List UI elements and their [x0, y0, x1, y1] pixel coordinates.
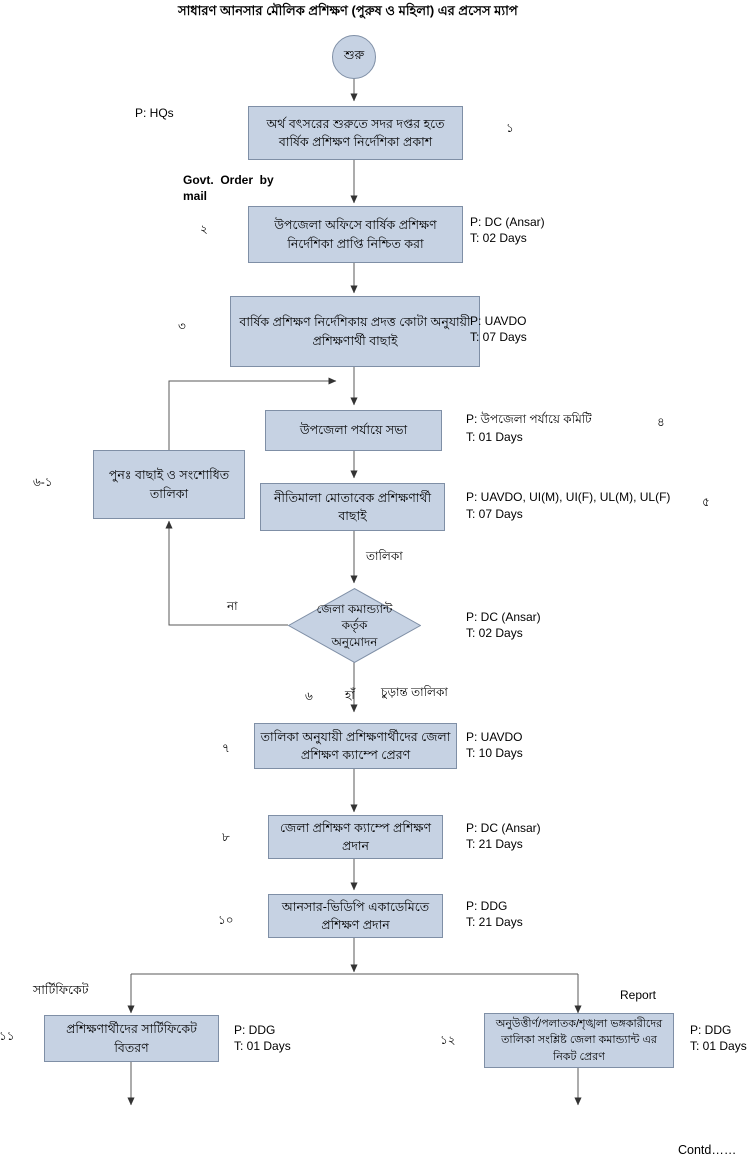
node-decision: জেলা কমান্ড্যান্ট কর্তৃক অনুমোদন [288, 588, 421, 663]
node-step7: তালিকা অনুযায়ী প্রশিক্ষণার্থীদের জেলা প… [254, 723, 457, 769]
step6-1-number: ৬-১ [33, 475, 53, 489]
step2-time: T: 02 Days [470, 231, 527, 245]
edge-label-talika: তালিকা [366, 549, 403, 563]
step7-number: ৭ [222, 741, 230, 755]
node-step4: উপজেলা পর্যায়ে সভা [265, 410, 442, 451]
step5-role: P: UAVDO, UI(M), UI(F), UL(M), UL(F) [466, 490, 671, 504]
step3-role: P: UAVDO [470, 314, 527, 328]
step4-number: ৪ [657, 415, 665, 429]
node-step12-label: অনুউত্তীর্ণ/পলাতক/শৃঙ্খলা ভঙ্গকারীদের তা… [495, 1017, 663, 1063]
node-start-label: শুরু [343, 48, 365, 62]
node-step6-1-label: পুনঃ বাছাই ও সংশোধিত তালিকা [108, 468, 230, 501]
step7-time: T: 10 Days [466, 746, 523, 760]
node-step4-label: উপজেলা পর্যায়ে সভা [299, 423, 408, 438]
decision-time: T: 02 Days [466, 626, 523, 640]
node-step10-label: আনসার-ভিডিপি একাডেমিতে প্রশিক্ষণ প্রদান [281, 899, 430, 932]
node-step11-label: প্রশিক্ষণার্থীদের সার্টিফিকেট বিতরণ [66, 1022, 197, 1055]
node-step3-label: বার্ষিক প্রশিক্ষণ নির্দেশিকায় প্রদত্ত ক… [239, 315, 471, 348]
step1-role: P: HQs [135, 106, 174, 120]
node-step5: নীতিমালা মোতাবেক প্রশিক্ষণার্থী বাছাই [260, 483, 445, 531]
node-step8-label: জেলা প্রশিক্ষণ ক্যাম্পে প্রশিক্ষণ প্রদান [279, 820, 432, 853]
step3-time: T: 07 Days [470, 330, 527, 344]
edge-label-govt-order: Govt. Order by mail [183, 173, 274, 204]
decision-role: P: DC (Ansar) [466, 610, 541, 624]
step1-number: ১ [506, 121, 514, 135]
decision-number: ৬ [305, 689, 313, 703]
node-step11: প্রশিক্ষণার্থীদের সার্টিফিকেট বিতরণ [44, 1015, 219, 1062]
node-step8: জেলা প্রশিক্ষণ ক্যাম্পে প্রশিক্ষণ প্রদান [268, 815, 443, 859]
node-start: শুরু [332, 35, 376, 79]
footer-contd: Contd…… [678, 1143, 737, 1157]
step11-role: P: DDG [234, 1023, 276, 1037]
step11-time: T: 01 Days [234, 1039, 291, 1053]
edge-label-churanto-talika: চুড়ান্ত তালিকা [381, 685, 448, 699]
node-step5-label: নীতিমালা মোতাবেক প্রশিক্ষণার্থী বাছাই [273, 490, 432, 523]
step4-time: T: 01 Days [466, 430, 523, 444]
step10-number: ১০ [218, 913, 234, 927]
node-step1-label: অর্থ বৎসরের শুরুতে সদর দপ্তর হতে বার্ষিক… [266, 116, 445, 149]
page-title: সাধারণ আনসার মৌলিক প্রশিক্ষণ (পুরুষ ও মহ… [178, 3, 518, 18]
edge-label-na: না [227, 599, 238, 613]
step5-number: ৫ [702, 495, 710, 509]
step10-time: T: 21 Days [466, 915, 523, 929]
edge-label-certificate: সার্টিফিকেট [33, 983, 89, 997]
step4-role: P: উপজেলা পর্যায়ে কমিটি [466, 412, 592, 426]
step11-number: ১১ [0, 1029, 15, 1043]
node-step7-label: তালিকা অনুযায়ী প্রশিক্ষণার্থীদের জেলা প… [260, 729, 451, 762]
node-step1: অর্থ বৎসরের শুরুতে সদর দপ্তর হতে বার্ষিক… [248, 106, 463, 160]
step12-time: T: 01 Days [690, 1039, 747, 1053]
step2-number: ২ [200, 222, 208, 236]
node-step10: আনসার-ভিডিপি একাডেমিতে প্রশিক্ষণ প্রদান [268, 894, 443, 938]
step12-number: ১২ [440, 1033, 456, 1047]
step2-role: P: DC (Ansar) [470, 215, 545, 229]
edge-label-report: Report [620, 988, 657, 1002]
node-decision-label: জেলা কমান্ড্যান্ট কর্তৃক অনুমোদন [288, 588, 421, 663]
step7-role: P: UAVDO [466, 730, 523, 744]
node-step6-1: পুনঃ বাছাই ও সংশোধিত তালিকা [93, 450, 245, 519]
step8-role: P: DC (Ansar) [466, 821, 541, 835]
node-step12: অনুউত্তীর্ণ/পলাতক/শৃঙ্খলা ভঙ্গকারীদের তা… [484, 1013, 674, 1068]
step5-time: T: 07 Days [466, 507, 523, 521]
node-decision-text: জেলা কমান্ড্যান্ট কর্তৃক অনুমোদন [316, 602, 393, 649]
node-step3: বার্ষিক প্রশিক্ষণ নির্দেশিকায় প্রদত্ত ক… [230, 296, 480, 367]
edge-label-ha: হাঁ [345, 688, 355, 702]
step8-number: ৮ [222, 830, 230, 844]
step12-role: P: DDG [690, 1023, 732, 1037]
step10-role: P: DDG [466, 899, 508, 913]
step8-time: T: 21 Days [466, 837, 523, 851]
step3-number: ৩ [178, 319, 186, 333]
node-step2: উপজেলা অফিসে বার্ষিক প্রশিক্ষণ নির্দেশিক… [248, 206, 463, 263]
node-step2-label: উপজেলা অফিসে বার্ষিক প্রশিক্ষণ নির্দেশিক… [274, 218, 437, 251]
